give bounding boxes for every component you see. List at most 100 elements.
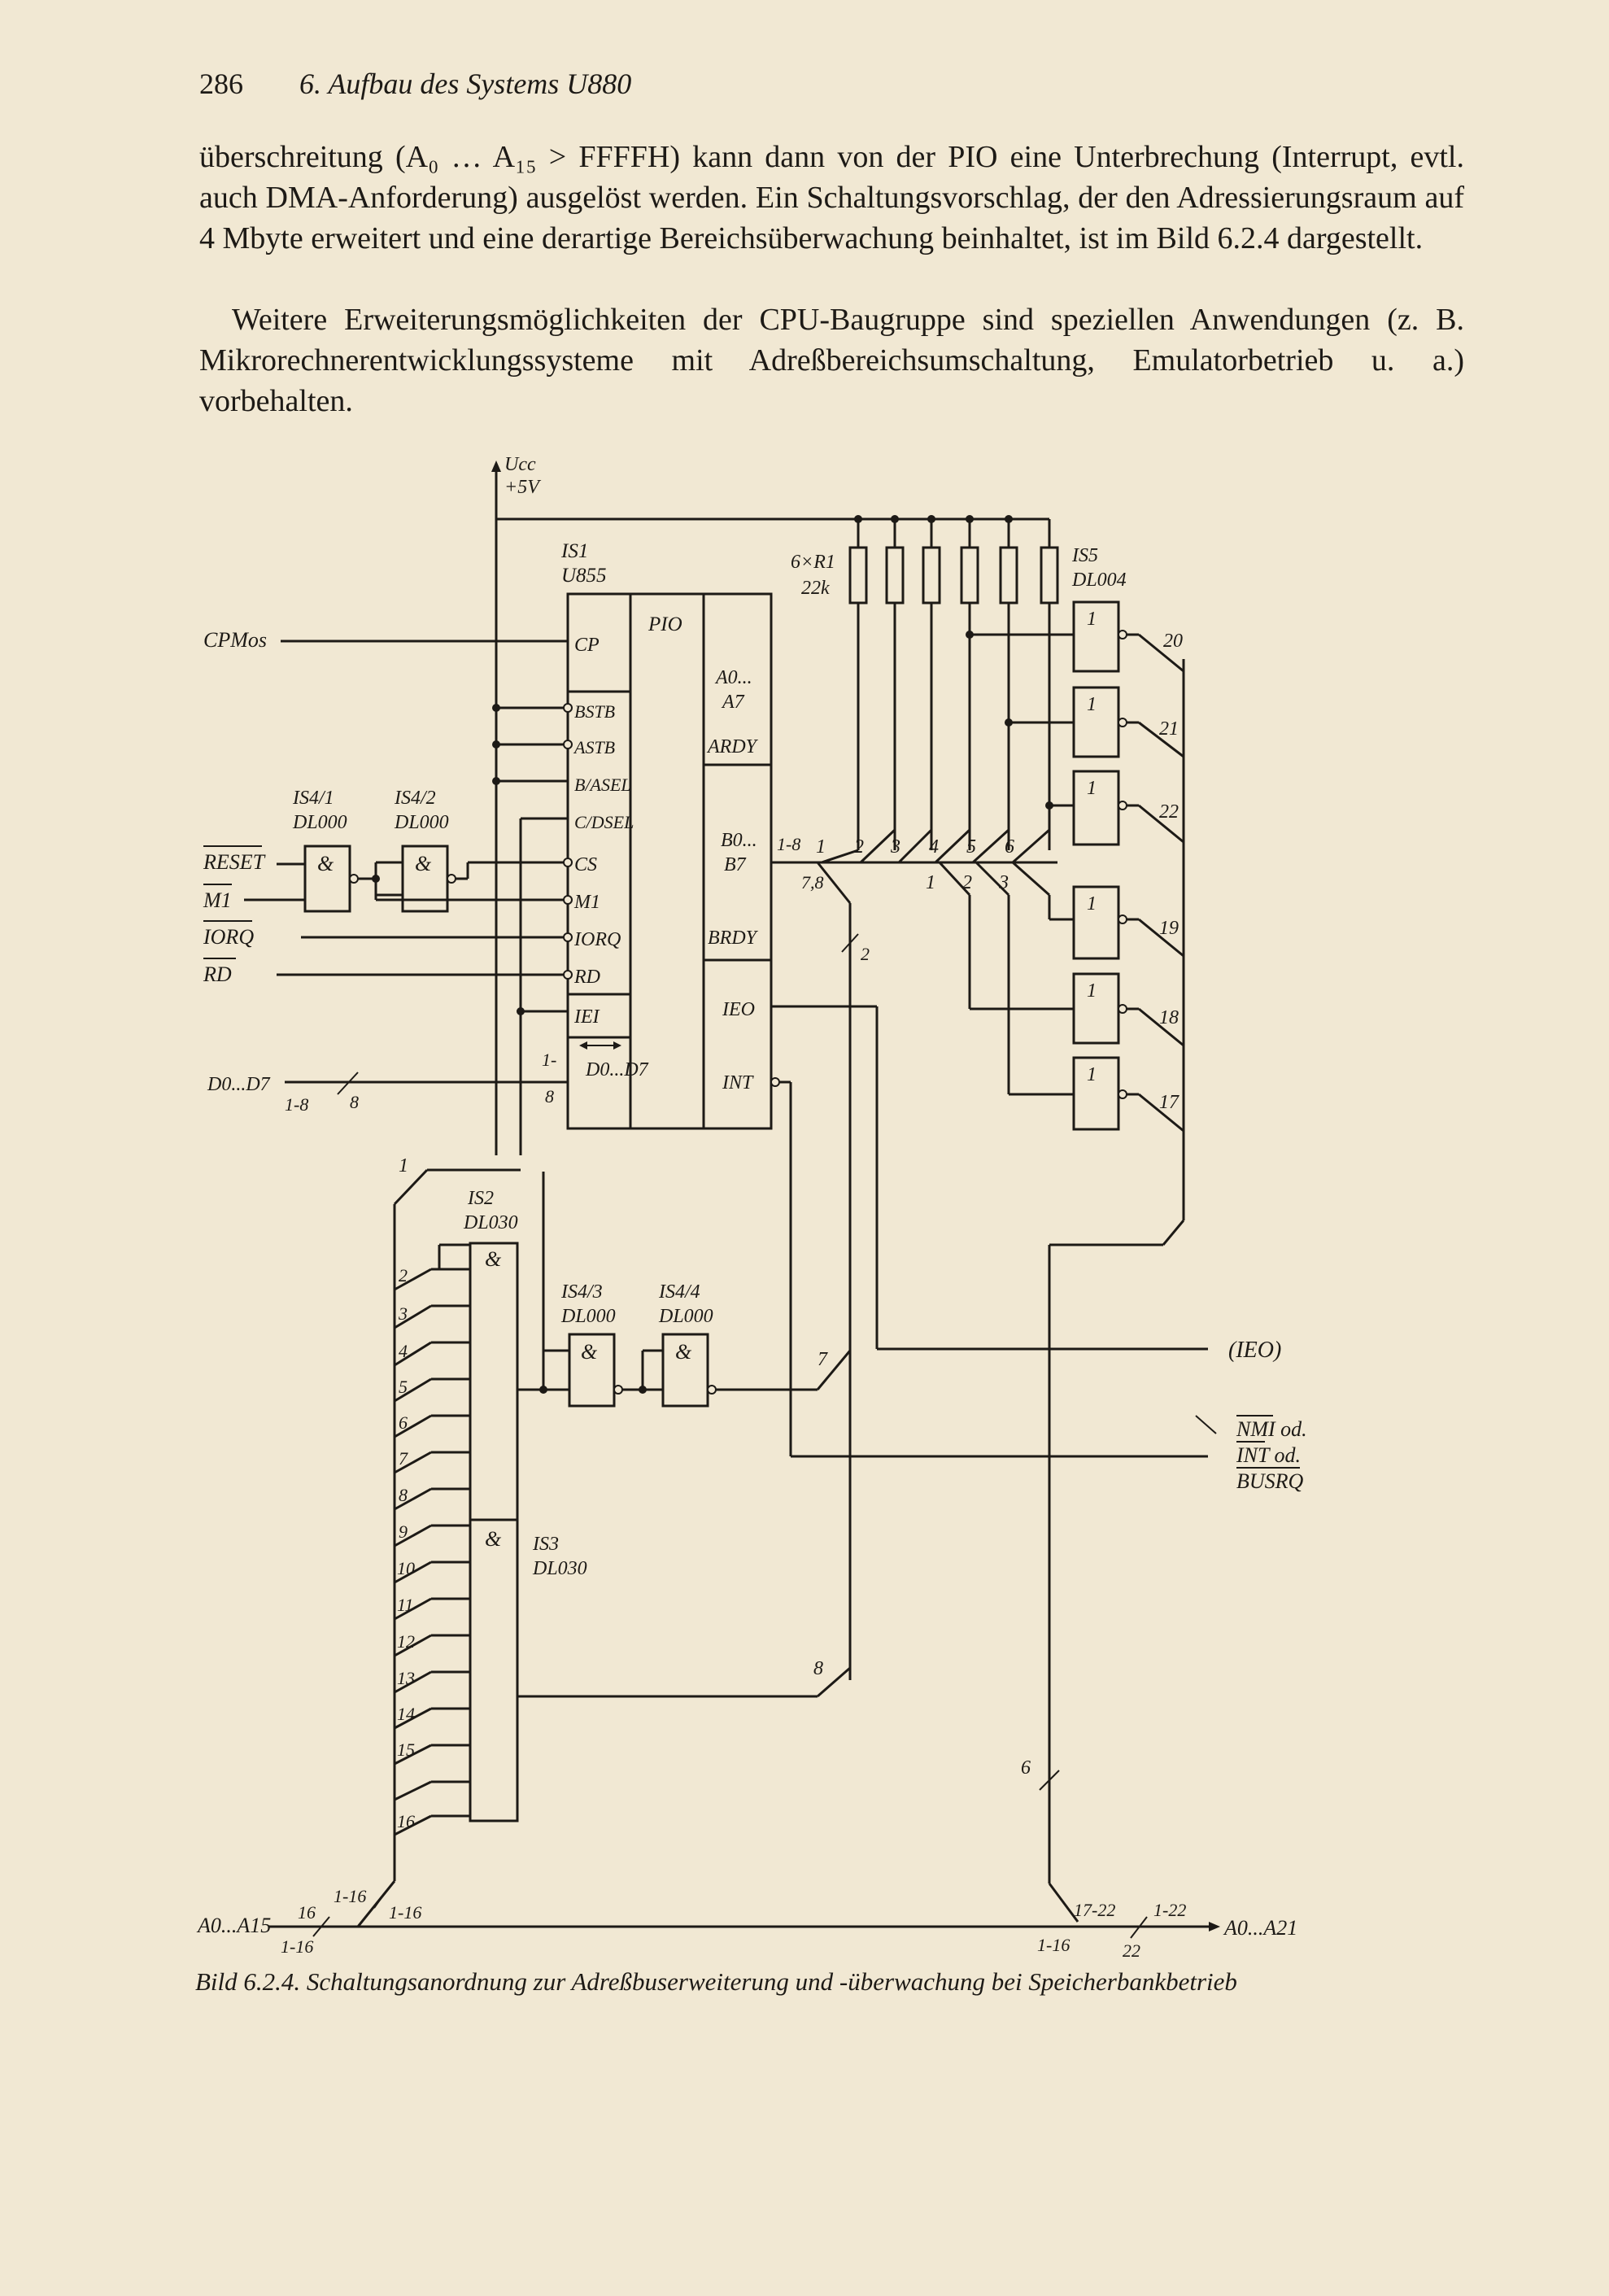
m1-bubble [563, 895, 573, 905]
gate-wires [517, 1172, 852, 1698]
addr-in-label: A0...A15 [196, 1914, 271, 1937]
pin-basel: B/ASEL [574, 775, 631, 795]
resistor-1 [848, 515, 868, 850]
output-21: 21 [1159, 718, 1179, 740]
pin-int: INT [722, 1072, 754, 1093]
input-rd: RD [203, 962, 232, 986]
addr-line-7: 7 [399, 1448, 408, 1469]
is44-gate [661, 1333, 709, 1408]
addr-tap-range-2: 1-16 [389, 1902, 421, 1923]
output-int: INT od. [1236, 1443, 1301, 1467]
bidirectional-arrow-icon [579, 1041, 621, 1050]
int-bubble [770, 1077, 780, 1087]
addr-line-8: 8 [399, 1485, 408, 1505]
addr-line-11: 11 [397, 1595, 413, 1615]
inv-in-1: 1 [926, 872, 935, 893]
pin-a-port: A0... [714, 667, 752, 688]
wire-1: 1 [399, 1155, 408, 1176]
b-branch-width: 2 [861, 944, 870, 964]
data-pin-end: 8 [545, 1086, 554, 1107]
chapter-title: 6. Aufbau des Systems U880 [299, 68, 632, 100]
b-bus-range: 1-8 [777, 834, 800, 854]
pin-m1: M1 [573, 892, 600, 913]
addr-line-2: 2 [399, 1265, 408, 1285]
pin-a-port-end: A7 [721, 692, 745, 713]
paragraph-2: Weitere Erweiterungsmöglichkeiten der CP… [199, 303, 1464, 418]
paragraph-1: überschreitung (A₀ … A₁₅ > FFFFH) kann d… [199, 140, 1464, 255]
pin-b-port-end: B7 [724, 854, 747, 875]
is2-name: IS2 [467, 1188, 494, 1209]
addr-line-9: 9 [399, 1521, 408, 1542]
is43-type: DL000 [560, 1306, 616, 1327]
out-bus-lower: 1-16 [1037, 1935, 1070, 1955]
output-20: 20 [1163, 631, 1183, 652]
addr-line-10: 10 [397, 1558, 415, 1578]
addr-line-16: 16 [397, 1811, 415, 1831]
inverter-input-wires [938, 631, 1074, 1096]
vcc-voltage: +5V [504, 477, 541, 498]
inv-symbol-5: 1 [1087, 980, 1097, 1002]
addr-line-15: 15 [397, 1739, 415, 1760]
b-line-6: 6 [1005, 836, 1014, 858]
is3-gate [469, 1518, 519, 1822]
data-pin-start: 1- [542, 1050, 556, 1070]
circuit-schematic: Ucc +5V 6×R1 22k IS1 U855 PIO C [196, 454, 1307, 1961]
pin-b-port: B0... [721, 830, 757, 851]
is44-symbol: & [675, 1340, 692, 1364]
wire-8: 8 [813, 1658, 823, 1679]
is5-name: IS5 [1071, 545, 1098, 566]
pin-data-bus: D0...D7 [585, 1059, 649, 1080]
inv-symbol-1: 1 [1087, 609, 1097, 630]
resistor-3 [922, 515, 941, 850]
input-cpmos: CPMos [203, 628, 267, 652]
output-18: 18 [1159, 1007, 1179, 1028]
is41-type: DL000 [292, 812, 347, 833]
pin-iorq: IORQ [573, 929, 621, 950]
is44-name: IS4/4 [658, 1281, 700, 1303]
b-line-1: 1 [816, 836, 826, 858]
is41-symbol: & [317, 852, 334, 875]
cs-bubble [563, 858, 573, 867]
addr-line-5: 5 [399, 1377, 408, 1397]
input-data-bus: D0...D7 [207, 1074, 271, 1095]
is44-type: DL000 [658, 1306, 713, 1327]
iorq-bubble [563, 932, 573, 942]
is5-type: DL004 [1071, 570, 1127, 591]
output-22: 22 [1159, 801, 1179, 823]
pin-brdy: BRDY [708, 928, 759, 949]
vcc-label: Ucc [504, 454, 536, 475]
is5-inverters [1072, 600, 1127, 1131]
input-reset: RESET [203, 850, 266, 874]
is41-name: IS4/1 [292, 788, 334, 809]
address-bus-arrow-icon [1209, 1922, 1220, 1932]
b-line-3: 3 [890, 836, 900, 858]
resistor-2 [885, 515, 905, 850]
addr-line-3: 3 [398, 1303, 408, 1324]
inv-symbol-2: 1 [1087, 694, 1097, 715]
resistor-5 [999, 515, 1018, 850]
is43-name: IS4/3 [560, 1281, 603, 1303]
pin-ardy: ARDY [706, 736, 759, 757]
is1-type: U855 [561, 565, 607, 587]
addr-tap-range: 1-16 [334, 1886, 366, 1906]
is41-bubble [349, 874, 359, 884]
data-bus-range: 1-8 [285, 1094, 308, 1115]
b-line-5: 5 [966, 836, 976, 858]
vcc-arrow-icon [491, 461, 501, 472]
b-line-4: 4 [929, 836, 939, 858]
input-m1: M1 [203, 888, 232, 912]
pin-bstb: BSTB [574, 701, 615, 722]
bstb-bubble [563, 703, 573, 713]
addr-line-4: 4 [399, 1341, 408, 1361]
is42-bubble [447, 874, 456, 884]
pin-ieo: IEO [722, 999, 755, 1020]
b-bus-taps [821, 828, 1050, 864]
is43-symbol: & [581, 1340, 598, 1364]
output-19: 19 [1159, 918, 1179, 939]
pullup-resistors [848, 515, 1059, 850]
out-bus-upper: 17-22 [1074, 1900, 1115, 1920]
is42-symbol: & [415, 852, 432, 875]
address-taps [393, 1168, 521, 1881]
addr-in-range: 1-16 [281, 1936, 313, 1957]
tie-lines [492, 704, 568, 1155]
